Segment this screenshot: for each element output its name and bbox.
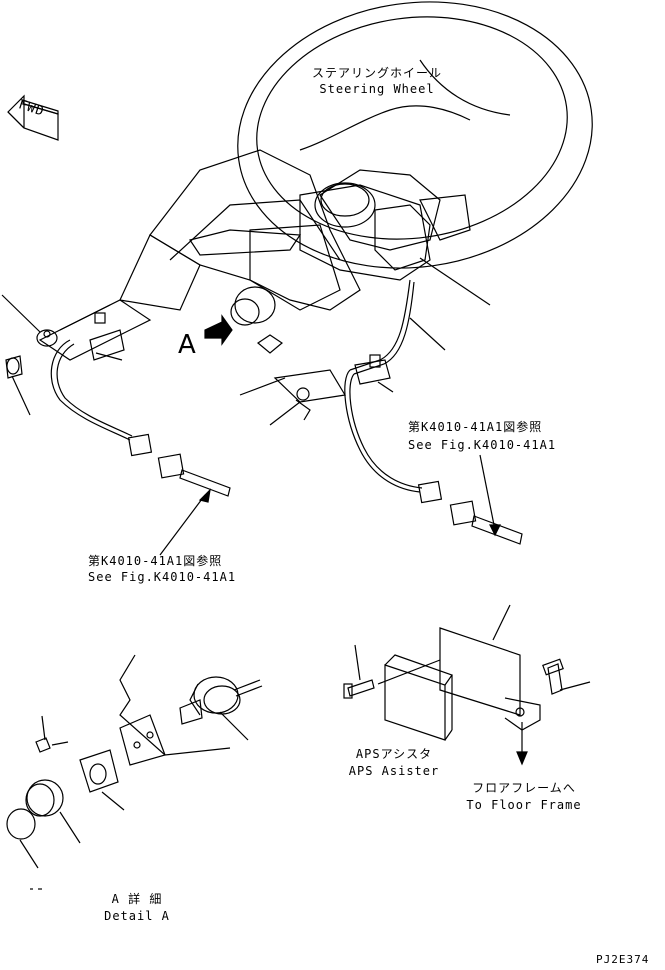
right-harness [273,279,523,545]
steering-wheel [237,1,593,269]
leader-lines [1,257,501,556]
steering-wheel-label-en: Steering Wheel [319,82,435,96]
detail-a-label-en: Detail A [104,909,170,923]
left-harness [5,329,231,497]
detail-a-label-jp: A 詳 細 [111,892,163,906]
aps-label-en: APS Asister [348,764,440,778]
detail-a-assembly [6,654,263,869]
steering-wheel-label-jp: ステアリングホイール [311,66,443,80]
view-a-arrow-icon [204,314,233,346]
steering-column [36,149,471,361]
drawing-number: PJ2E374 [596,953,650,966]
aps-asister-assembly [343,604,591,766]
ref-left-label-jp: 第K4010-41A1図参照 [88,554,223,568]
aps-label-jp: APSアシスタ [355,747,433,761]
floor-frame-label-jp: フロアフレームへ [472,781,576,795]
ref-right-label-en: See Fig.K4010-41A1 [408,438,557,452]
fwd-arrow-icon [7,94,59,141]
ref-right-label-jp: 第K4010-41A1図参照 [408,420,543,434]
ref-left-label-en: See Fig.K4010-41A1 [88,570,237,584]
floor-frame-label-en: To Floor Frame [466,798,582,812]
view-a-label: A [178,330,197,360]
